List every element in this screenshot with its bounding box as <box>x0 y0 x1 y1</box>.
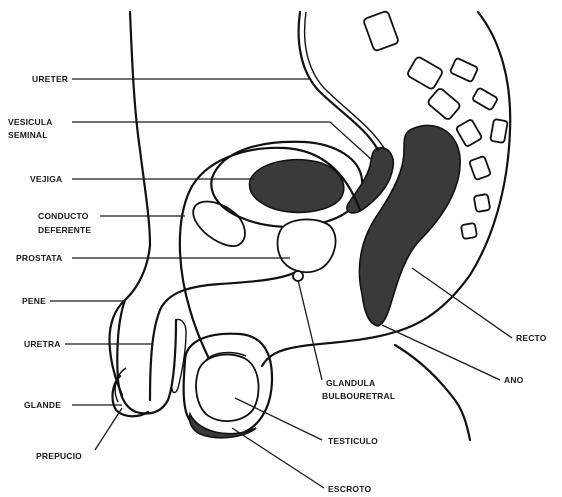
label-prepucio: PREPUCIO <box>36 451 82 461</box>
leader-ano <box>382 325 500 380</box>
leader-escroto <box>232 428 324 488</box>
leader-prepucio <box>95 408 122 450</box>
label-recto: RECTO <box>516 333 547 343</box>
leader-recto <box>412 268 512 338</box>
label-ano: ANO <box>504 375 524 385</box>
testicle <box>196 354 259 421</box>
label-glande: GLANDE <box>24 400 61 410</box>
vertebra-1 <box>363 11 399 52</box>
vertebra-10 <box>461 223 477 239</box>
pubic-bone <box>193 202 245 247</box>
label-prostata: PROSTATA <box>16 253 62 263</box>
label-vesicula-line2: SEMINAL <box>8 130 48 140</box>
vertebra-3 <box>450 58 479 83</box>
vertebra-7 <box>490 119 508 143</box>
label-uretra: URETRA <box>24 339 61 349</box>
bladder-interior <box>250 160 344 213</box>
vertebra-5 <box>472 87 498 110</box>
buttock-outline <box>395 345 470 440</box>
label-testiculo: TESTICULO <box>328 436 378 446</box>
anatomy-drawing <box>110 11 511 440</box>
prostate-gland <box>278 219 336 272</box>
label-vejiga: VEJIGA <box>30 174 62 184</box>
vertebra-2 <box>407 56 444 90</box>
bulbourethral-gland <box>293 271 303 281</box>
label-glandula-line1: GLANDULA <box>326 378 375 388</box>
vertebra-6 <box>456 119 483 147</box>
label-pene: PENE <box>22 296 46 306</box>
perineum-outline <box>262 332 395 366</box>
label-vesicula-line1: VESICULA <box>8 117 53 127</box>
label-conducto-line1: CONDUCTO <box>38 211 89 221</box>
penis-outline <box>117 300 176 414</box>
label-conducto-line2: DEFERENTE <box>38 225 91 235</box>
label-ureter: URETER <box>32 74 68 84</box>
label-escroto: ESCROTO <box>328 484 371 494</box>
label-glandula-line2: BULBOURETRAL <box>322 391 395 401</box>
vertebra-9 <box>474 194 491 212</box>
leader-glandula <box>298 280 322 380</box>
leader-vesicula-2 <box>330 122 372 160</box>
vertebra-8 <box>469 156 491 180</box>
body-front-outline <box>110 12 150 395</box>
vertebra-4 <box>427 87 461 120</box>
